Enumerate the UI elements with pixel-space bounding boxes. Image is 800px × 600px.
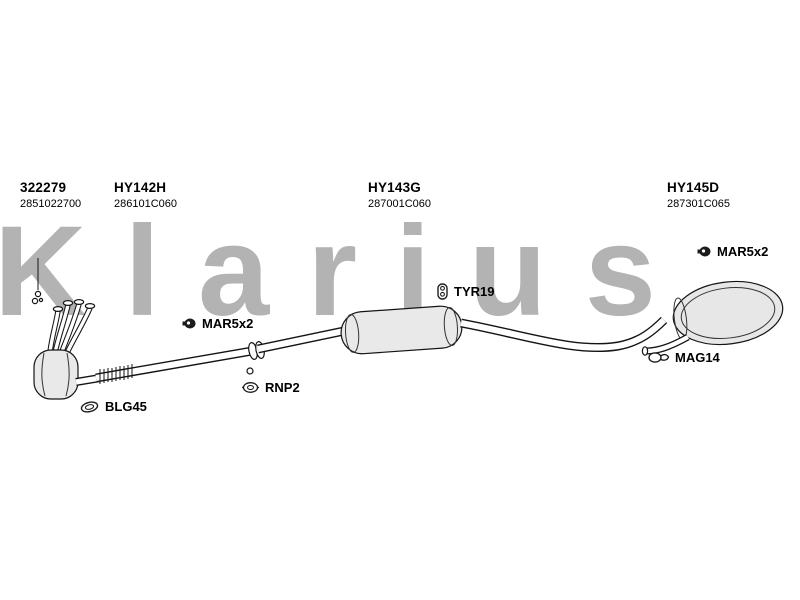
part-id: HY143G <box>368 180 421 195</box>
ring-gasket-icon <box>80 400 99 413</box>
fitting-blg45: BLG45 <box>79 399 147 414</box>
clamp-icon <box>697 246 711 257</box>
fitting-label: MAR5x2 <box>202 316 254 331</box>
part-group-322279: 322279 2851022700 <box>20 180 81 210</box>
part-code: 287001C060 <box>368 198 432 210</box>
part-code: 287301C065 <box>667 198 731 210</box>
part-id: HY145D <box>667 180 720 195</box>
hanger-ring-icon <box>648 352 670 363</box>
part-group-hy143g: HY143G 287001C060 <box>368 180 431 210</box>
fitting-label: MAG14 <box>675 350 720 365</box>
fitting-label: RNP2 <box>265 380 300 395</box>
catalytic-converter <box>33 349 79 400</box>
part-group-hy142h: HY142H 286101C060 <box>114 180 177 210</box>
part-id: HY142H <box>114 180 167 195</box>
part-group-hy145d: HY145D 287301C065 <box>667 180 730 210</box>
manifold-stud-detail <box>31 258 44 305</box>
clamp-icon <box>182 318 196 329</box>
flex-pipe <box>99 364 133 384</box>
rear-pipe <box>460 316 668 353</box>
fitting-label: BLG45 <box>105 399 147 414</box>
exhaust-manifold <box>47 299 96 357</box>
brand-watermark: Klarius <box>0 200 694 343</box>
fitting-rnp2: RNP2 <box>241 380 300 395</box>
tailpipe <box>641 333 690 356</box>
fitting-mar5x2-front: MAR5x2 <box>182 316 253 331</box>
center-muffler <box>340 305 463 355</box>
pipe-bracket-icon <box>242 382 259 393</box>
fitting-mar5x2-rear: MAR5x2 <box>697 244 768 259</box>
part-code: 2851022700 <box>20 198 82 210</box>
part-id: 322279 <box>20 180 67 195</box>
front-pipe <box>95 341 265 384</box>
fitting-label: TYR19 <box>454 284 495 299</box>
part-code: 286101C060 <box>114 198 178 210</box>
fitting-tyr19: TYR19 <box>436 283 494 300</box>
rubber-hanger-icon <box>437 283 448 300</box>
fitting-mag14: MAG14 <box>647 350 720 365</box>
fitting-label: MAR5x2 <box>717 244 769 259</box>
